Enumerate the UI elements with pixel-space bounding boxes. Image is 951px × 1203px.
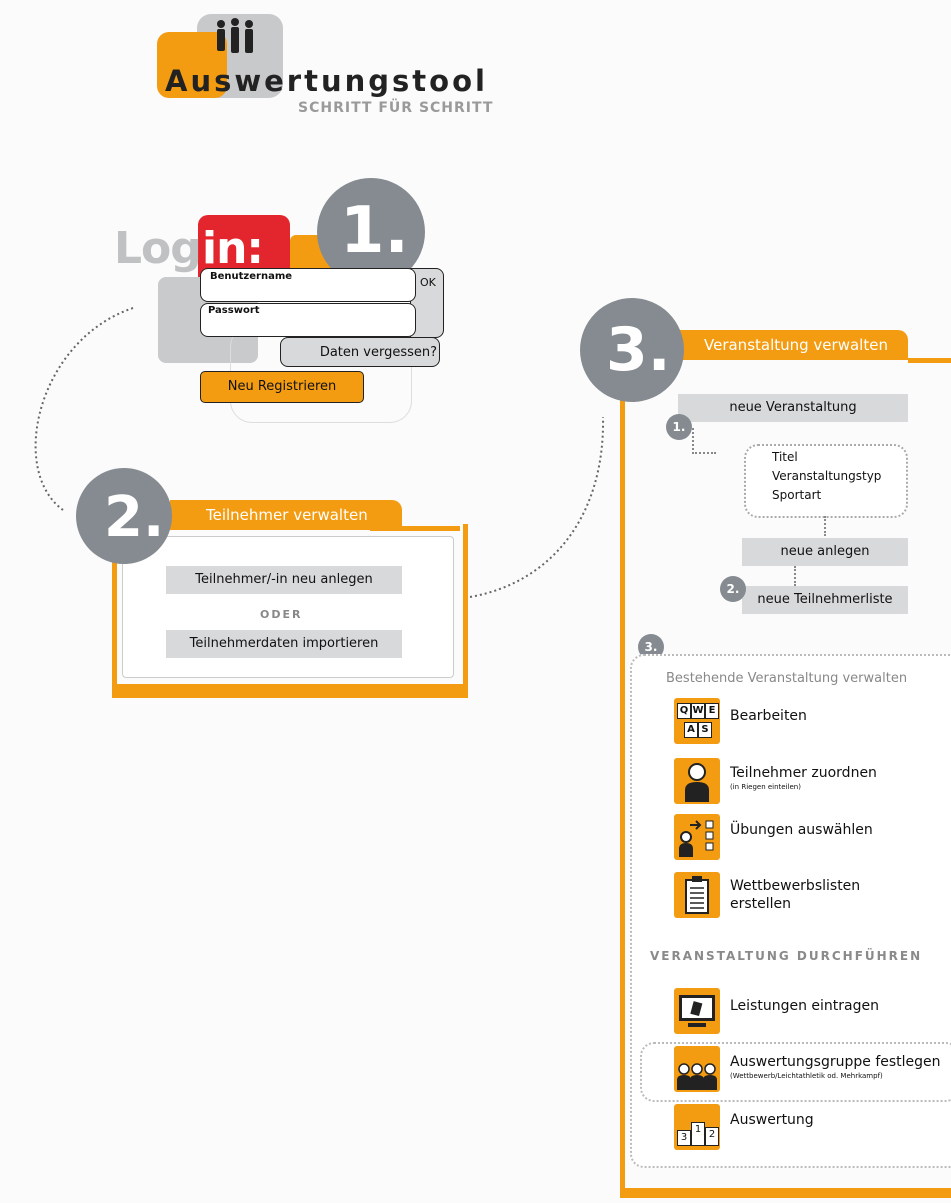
connector-v2 xyxy=(794,566,796,586)
competition-lists-sub: erstellen xyxy=(730,896,792,912)
step3-circle xyxy=(580,298,684,402)
monitor-glyph xyxy=(679,995,715,1027)
evaluation-group-label[interactable]: Auswertungsgruppe festlegen xyxy=(730,1054,941,1070)
enter-results-label[interactable]: Leistungen eintragen xyxy=(730,998,879,1014)
tab-participants[interactable]: Teilnehmer verwalten xyxy=(170,500,402,530)
connector-1-2 xyxy=(34,307,134,511)
participants-frame xyxy=(112,524,468,698)
login-red-block xyxy=(198,215,290,277)
person-glyph xyxy=(685,763,709,802)
sub-step1-badge: 1. xyxy=(666,414,692,440)
field-sport: Sportart xyxy=(772,488,822,502)
keyboard-icon: Q W E A S xyxy=(674,698,720,744)
people-icon xyxy=(213,18,253,53)
app-title: Auswertungstool xyxy=(165,64,488,98)
group-icon xyxy=(674,1046,720,1092)
podium-second: 2 xyxy=(705,1127,719,1146)
step1-number: 1. xyxy=(340,194,409,268)
group-glyph xyxy=(677,1063,717,1090)
new-event-button[interactable]: neue Veranstaltung xyxy=(678,394,908,422)
podium-first: 1 xyxy=(691,1122,705,1146)
import-participants-button[interactable]: Teilnehmerdaten importieren xyxy=(166,630,402,658)
assign-participants-label[interactable]: Teilnehmer zuordnen xyxy=(730,765,877,781)
evaluation-label[interactable]: Auswertung xyxy=(730,1112,814,1128)
competition-lists-label[interactable]: Wettbewerbslisten xyxy=(730,878,861,894)
new-participant-button[interactable]: Teilnehmer/-in neu anlegen xyxy=(166,566,402,594)
key-e: E xyxy=(705,703,719,719)
tab-event-label: Veranstaltung verwalten xyxy=(704,336,888,354)
podium-third: 3 xyxy=(677,1130,691,1146)
password-field[interactable] xyxy=(200,303,416,337)
new-participant-list-button[interactable]: neue Teilnehmerliste xyxy=(742,586,908,614)
tab-event[interactable]: Veranstaltung verwalten xyxy=(678,330,908,360)
connector-v1 xyxy=(824,516,826,536)
participants-frame-top xyxy=(370,526,460,531)
assign-participants-sub: (in Riegen einteilen) xyxy=(730,783,801,791)
checklist-glyph xyxy=(679,820,714,857)
username-label: Benutzername xyxy=(210,271,293,282)
step3-number: 3. xyxy=(606,315,671,385)
app-subtitle: SCHRITT FÜR SCHRITT xyxy=(298,100,494,116)
field-event-type: Veranstaltungstyp xyxy=(772,469,882,483)
or-label: ODER xyxy=(260,608,303,621)
event-frame xyxy=(620,358,951,1198)
monitor-icon xyxy=(674,988,720,1034)
person-icon xyxy=(674,758,720,804)
login-word-red: in: xyxy=(202,223,264,274)
tab-participants-label: Teilnehmer verwalten xyxy=(206,506,368,524)
select-exercises-label[interactable]: Übungen auswählen xyxy=(730,822,873,838)
sub-step2-badge: 2. xyxy=(720,576,746,602)
forgot-data-button[interactable]: Daten vergessen? xyxy=(280,337,440,367)
login-section: Log in: 1. OK Benutzername Passwort Date… xyxy=(110,175,460,435)
connector-2-3 xyxy=(469,416,605,598)
event-section: Veranstaltung verwalten 3. neue Veransta… xyxy=(578,298,951,1203)
key-q: Q xyxy=(677,703,691,719)
key-s: S xyxy=(698,722,712,738)
evaluation-group-sub: (Wettbewerb/Leichtathletik od. Mehrkampf… xyxy=(730,1072,883,1080)
checklist-icon xyxy=(674,814,720,860)
run-event-heading: VERANSTALTUNG DURCHFÜHREN xyxy=(650,949,923,963)
clipboard-icon xyxy=(674,872,720,918)
connector-h xyxy=(692,428,716,454)
key-w: W xyxy=(691,703,705,719)
event-frame-top xyxy=(908,358,951,363)
login-word-gray: Log xyxy=(114,223,202,274)
register-button[interactable]: Neu Registrieren xyxy=(200,371,364,403)
evaluation-group-box xyxy=(640,1042,951,1102)
field-title: Titel xyxy=(772,450,798,464)
username-field[interactable] xyxy=(200,268,416,302)
clipboard-glyph xyxy=(685,876,709,914)
ok-label[interactable]: OK xyxy=(420,276,436,289)
key-a: A xyxy=(684,722,698,738)
password-label: Passwort xyxy=(208,305,260,316)
participants-section: Teilnehmer verwalten 2. Teilnehmer/-in n… xyxy=(70,468,470,698)
logo: Auswertungstool SCHRITT FÜR SCHRITT xyxy=(155,12,535,122)
edit-item-label[interactable]: Bearbeiten xyxy=(730,708,807,724)
event-fields-box xyxy=(744,444,908,518)
podium-icon: 3 1 2 xyxy=(674,1104,720,1150)
manage-events-heading: Bestehende Veranstaltung verwalten xyxy=(666,671,908,686)
step2-circle xyxy=(76,468,172,564)
step2-number: 2. xyxy=(104,485,165,550)
create-new-button[interactable]: neue anlegen xyxy=(742,538,908,566)
